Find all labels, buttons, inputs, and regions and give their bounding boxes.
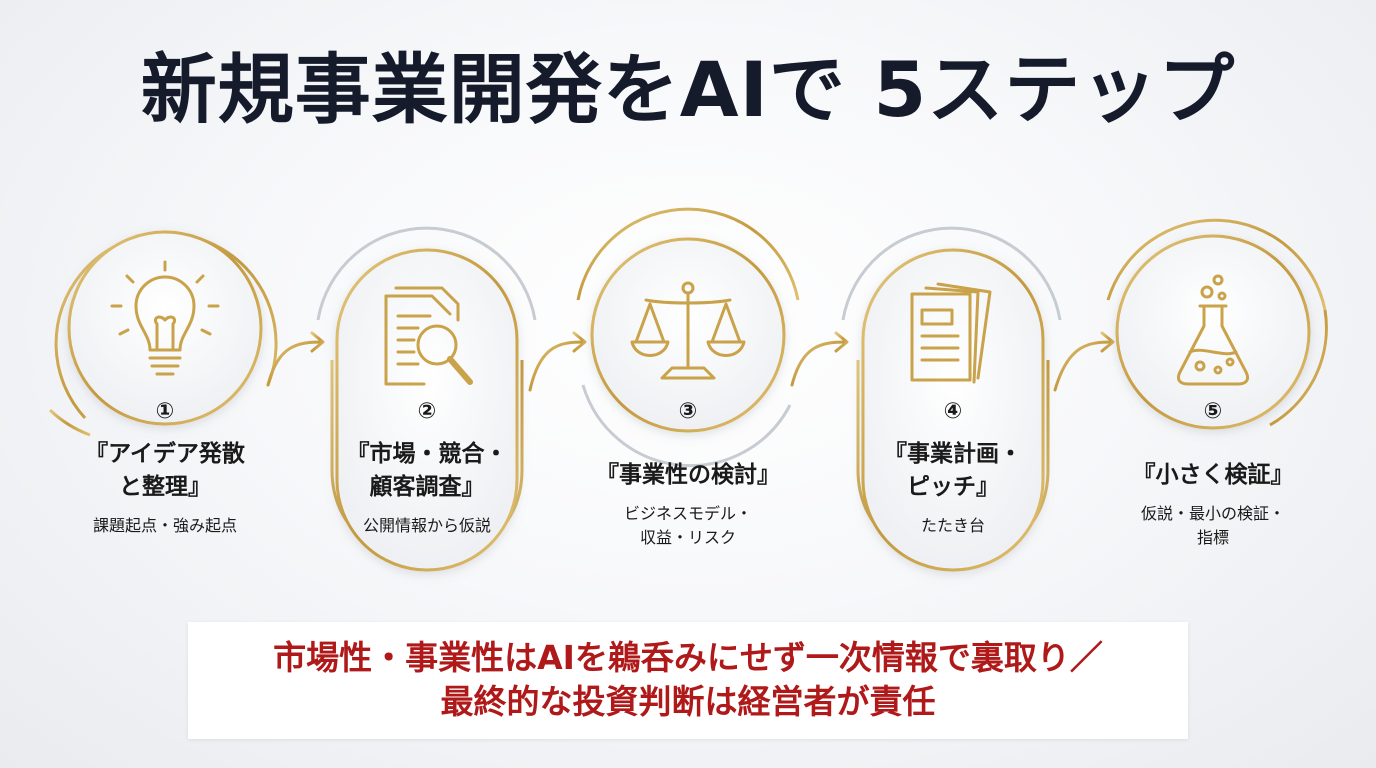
caution-note-line: 最終的な投資判断は経営者が責任 (440, 682, 936, 721)
flask-icon (1176, 274, 1250, 386)
balance-scale-icon (630, 281, 746, 380)
step-description: ビジネスモデル・ (623, 504, 752, 523)
step-number: ① (155, 399, 175, 424)
step-label: 『市場・競合・ (346, 441, 508, 467)
arrow-4-5 (1053, 331, 1115, 392)
step-label: 『事業計画・ (884, 441, 1022, 467)
step-4-graphic (841, 226, 1062, 572)
arrow-1-2 (266, 331, 325, 387)
step-1-circle (67, 230, 263, 426)
step-1-graphic (48, 230, 278, 437)
step-number: ④ (943, 399, 963, 424)
step-label: 顧客調査』 (369, 474, 485, 500)
step-3-graphic (576, 207, 800, 468)
step-2-pill (335, 248, 519, 572)
step-5-circle (1115, 234, 1311, 430)
page-title: 新規事業開発をAIで 5ステップ (140, 45, 1236, 134)
step-1: ① 『アイデア発散 と整理』 課題起点・強み起点 (60, 398, 270, 538)
step-label: 『事業性の検討』 (596, 462, 780, 488)
step-description: 仮説・最小の検証・ (1140, 504, 1285, 523)
caution-note-line: 市場性・事業性はAIを鵜呑みにせず一次情報で裏取り／ (273, 638, 1103, 677)
step-2-graphic (316, 226, 537, 572)
lightbulb-icon (110, 260, 220, 376)
step-number: ③ (678, 399, 698, 424)
step-number: ② (417, 399, 437, 424)
documents-stack-icon (910, 282, 992, 384)
step-description: 課題起点・強み起点 (92, 516, 237, 535)
step-5: ⑤ 『小さく検証』 仮説・最小の検証・ 指標 (1108, 398, 1318, 550)
step-3: ③ 『事業性の検討』 ビジネスモデル・ 収益・リスク (583, 398, 793, 550)
step-label: 『小さく検証』 (1132, 462, 1294, 488)
step-description: 収益・リスク (639, 528, 736, 547)
caution-note: 市場性・事業性はAIを鵜呑みにせず一次情報で裏取り／ 最終的な投資判断は経営者が… (188, 622, 1188, 739)
arrow-2-3 (528, 331, 587, 392)
step-label: と整理』 (119, 474, 211, 500)
step-label: ピッチ』 (907, 474, 999, 500)
step-2: ② 『市場・競合・ 顧客調査』 公開情報から仮説 (322, 398, 532, 538)
step-description: 指標 (1196, 528, 1229, 547)
step-4-pill (861, 248, 1045, 572)
step-description: 公開情報から仮説 (362, 516, 491, 535)
arrow-3-4 (790, 331, 849, 387)
step-4: ④ 『事業計画・ ピッチ』 たたき台 (848, 398, 1058, 538)
document-magnifier-icon (384, 286, 473, 386)
step-5-graphic (1106, 218, 1328, 430)
step-number: ⑤ (1203, 399, 1223, 424)
step-label: 『アイデア発散 (85, 441, 245, 467)
step-description: たたき台 (920, 516, 985, 535)
